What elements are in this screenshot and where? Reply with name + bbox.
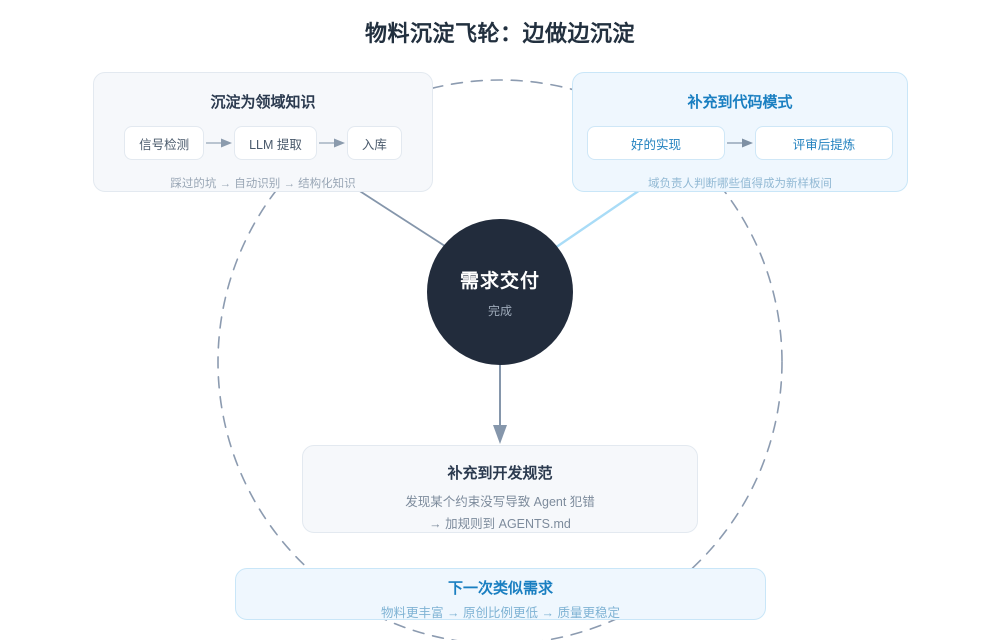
hub-title: 需求交付 [459,270,540,292]
connector-left-to-hub [354,187,449,249]
page-title: 物料沉淀飞轮：边做边沉淀 [364,21,635,46]
panel-right-chip-row: 好的实现 评审后提炼 [573,126,907,160]
panel-left-chip-row: 信号检测 LLM 提取 入库 [94,126,432,160]
panel-right-heading: 补充到代码模式 [687,94,793,111]
hub-subtitle: 完成 [487,303,512,318]
panel-next-request[interactable]: 下一次类似需求 物料更丰富 → 原创比例更低 → 质量更稳定 [235,568,766,620]
panel-left-heading: 沉淀为领域知识 [210,94,316,111]
chip-llm-extract[interactable]: LLM 提取 [234,126,317,160]
panel-bottom-heading: 补充到开发规范 [447,465,553,482]
connector-right-to-hub [550,188,642,252]
chip-signal-detect[interactable]: 信号检测 [124,126,205,160]
chip-refine-after-review[interactable]: 评审后提炼 [755,126,893,160]
panel-domain-knowledge[interactable]: 沉淀为领域知识 信号检测 LLM 提取 入库 踩过的坑 → 自动识别 → 结构化… [93,72,433,192]
panel-bottom-line-2: → 加规则到 AGENTS.md [429,517,571,531]
panel-right-caption: 域负责人判断哪些值得成为新样板间 [648,178,832,190]
footer-heading: 下一次类似需求 [447,580,553,597]
arrow-right-icon [204,137,234,149]
panel-dev-standards[interactable]: 补充到开发规范 发现某个约束没写导致 Agent 犯错 → 加规则到 AGENT… [302,445,698,533]
arrow-down-icon [493,360,507,444]
panel-bottom-line-1: 发现某个约束没写导致 Agent 犯错 [405,495,595,509]
panel-code-patterns[interactable]: 补充到代码模式 好的实现 评审后提炼 域负责人判断哪些值得成为新样板间 [572,72,908,192]
hub-requirement-delivery[interactable]: 需求交付 完成 [427,219,573,365]
panel-left-caption: 踩过的坑 → 自动识别 → 结构化知识 [170,178,356,190]
footer-subtitle: 物料更丰富 → 原创比例更低 → 质量更稳定 [381,606,620,620]
arrow-right-icon [725,137,755,149]
arrow-right-icon [317,137,347,149]
chip-store[interactable]: 入库 [346,126,402,160]
chip-good-implementation[interactable]: 好的实现 [587,126,725,160]
